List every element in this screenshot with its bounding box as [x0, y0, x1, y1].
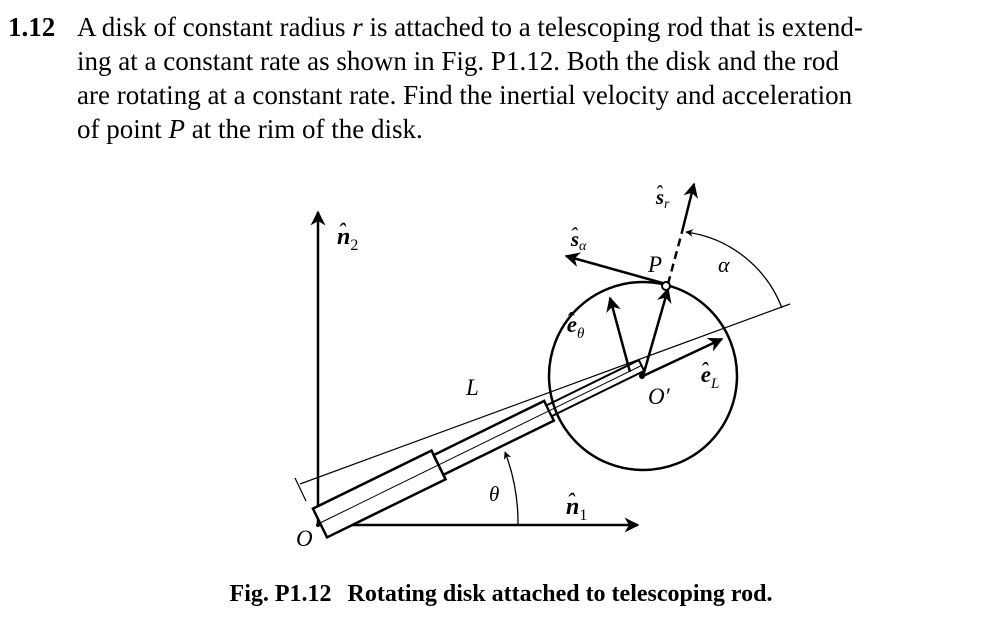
problem-line-1: 1.12 A disk of constant radius r is attac…: [8, 10, 996, 44]
o-prime-label: O′: [648, 384, 671, 409]
n2-label: n̂2: [337, 223, 358, 254]
alpha-arc: [685, 229, 783, 309]
radius-symbol: r: [352, 12, 363, 42]
e-theta-label: êθ: [567, 311, 585, 342]
radius-line: [641, 287, 672, 377]
problem-number: 1.12: [8, 12, 56, 42]
s-r-arrow: [680, 182, 699, 233]
s-alpha-label: ŝα: [570, 227, 587, 254]
problem-text-1b: is attached to a telescoping rod that is…: [362, 12, 863, 42]
problem-text-4b: at the rim of the disk.: [185, 114, 423, 144]
caption-text: Rotating disk attached to telescoping ro…: [347, 581, 773, 607]
s-alpha-arrow: [564, 252, 667, 286]
problem-statement: 1.12 A disk of constant radius r is attac…: [8, 10, 996, 146]
point-p-marker: [661, 281, 671, 291]
problem-text-4a: of point: [77, 114, 169, 144]
point-o-prime-marker: [639, 373, 645, 379]
origin-label: O: [296, 526, 313, 551]
s-r-dashed-extension: [666, 231, 684, 285]
point-symbol: P: [168, 114, 186, 144]
point-p-label: P: [647, 252, 662, 277]
e-L-label: êL: [701, 361, 720, 392]
length-label: L: [465, 375, 479, 400]
problem-line-2: ing at a constant rate as shown in Fig. …: [77, 46, 839, 76]
problem-line-4: of point P at the rim of the disk.: [8, 112, 996, 146]
e-theta-arrow: [606, 296, 632, 373]
theta-arc: [503, 451, 519, 526]
s-r-label: ŝr: [655, 185, 670, 212]
problem-text-1a: A disk of constant radius: [77, 12, 353, 42]
disk: [547, 280, 739, 472]
theta-label: θ: [489, 482, 499, 506]
alpha-label: α: [718, 252, 730, 277]
n1-label: n̂1: [566, 493, 587, 524]
caption-label: Fig. P1.12: [229, 581, 332, 607]
problem-line-3: are rotating at a constant rate. Find th…: [77, 80, 853, 110]
figure-caption: Fig. P1.12 Rotating disk attached to tele…: [0, 581, 1002, 608]
e-L-arrow: [642, 337, 724, 378]
telescoping-rod: [311, 358, 646, 540]
length-dimension-line: [299, 303, 791, 485]
